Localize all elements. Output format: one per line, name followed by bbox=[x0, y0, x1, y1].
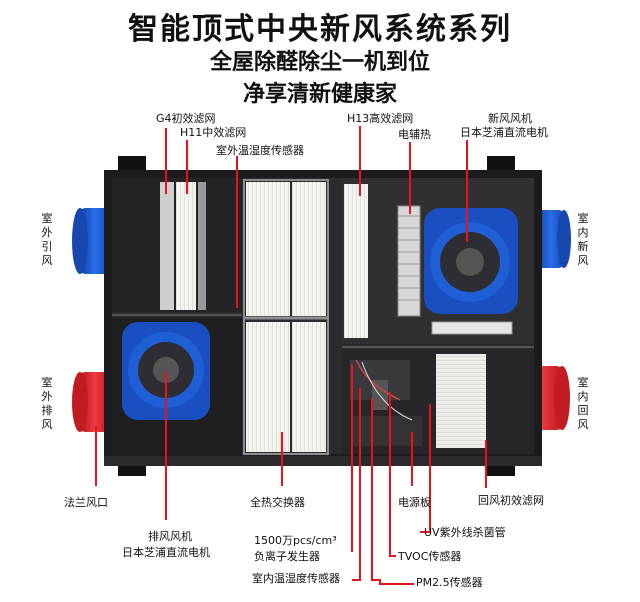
outdoor-exhaust-duct bbox=[72, 372, 112, 432]
g4-filter bbox=[160, 182, 174, 310]
subtitle-1: 全屋除醛除尘一机到位 bbox=[209, 50, 430, 75]
label-tvoc-sensor: TVOC传感器 bbox=[398, 550, 462, 563]
label-ion-count: 1500万pcs/cm³ bbox=[254, 534, 337, 547]
label-outdoor-sensor: 室外温湿度传感器 bbox=[216, 144, 304, 157]
label-indoor-fresh: 室内新风 bbox=[577, 212, 589, 267]
exhaust-fan bbox=[122, 322, 210, 420]
label-indoor-return: 室内回风 bbox=[577, 376, 589, 431]
label-exhaust-motor: 日本芝浦直流电机 bbox=[122, 546, 210, 559]
page-title: 智能顶式中央新风系统系列 bbox=[128, 12, 512, 47]
h11-filter bbox=[176, 182, 196, 310]
label-fresh-motor: 日本芝浦直流电机 bbox=[460, 126, 548, 139]
label-ion-generator: 负离子发生器 bbox=[254, 550, 320, 563]
electronics-area bbox=[350, 359, 422, 446]
return-filter bbox=[436, 354, 486, 448]
label-h13-filter: H13高效滤网 bbox=[347, 112, 414, 125]
label-power-board: 电源板 bbox=[398, 496, 431, 509]
label-fresh-fan: 新风风机 bbox=[488, 112, 532, 125]
h13-filter bbox=[344, 184, 368, 338]
outdoor-intake-duct bbox=[72, 208, 112, 274]
label-return-filter: 回风初效滤网 bbox=[478, 494, 544, 507]
label-pm25-sensor: PM2.5传感器 bbox=[416, 576, 483, 589]
label-indoor-sensor: 室内温湿度传感器 bbox=[252, 572, 340, 585]
label-outdoor-intake: 室外引风 bbox=[41, 212, 53, 267]
heater-element bbox=[397, 205, 421, 317]
indoor-fresh-duct bbox=[536, 210, 571, 268]
label-heat-exchanger: 全热交换器 bbox=[250, 496, 305, 509]
label-heater: 电辅热 bbox=[398, 128, 431, 141]
label-flange: 法兰风口 bbox=[64, 496, 108, 509]
label-g4-filter: G4初效滤网 bbox=[156, 112, 216, 125]
label-uv-lamp: UV紫外线杀菌管 bbox=[424, 526, 506, 539]
label-h11-filter: H11中效滤网 bbox=[180, 126, 247, 139]
heat-exchanger-core bbox=[243, 179, 329, 455]
subtitle-2: 净享清新健康家 bbox=[242, 82, 397, 107]
label-outdoor-exhaust: 室外排风 bbox=[41, 376, 53, 431]
fresh-air-fan bbox=[424, 208, 518, 335]
label-exhaust-fan: 排风风机 bbox=[148, 530, 192, 543]
leader-lines bbox=[95, 126, 487, 585]
